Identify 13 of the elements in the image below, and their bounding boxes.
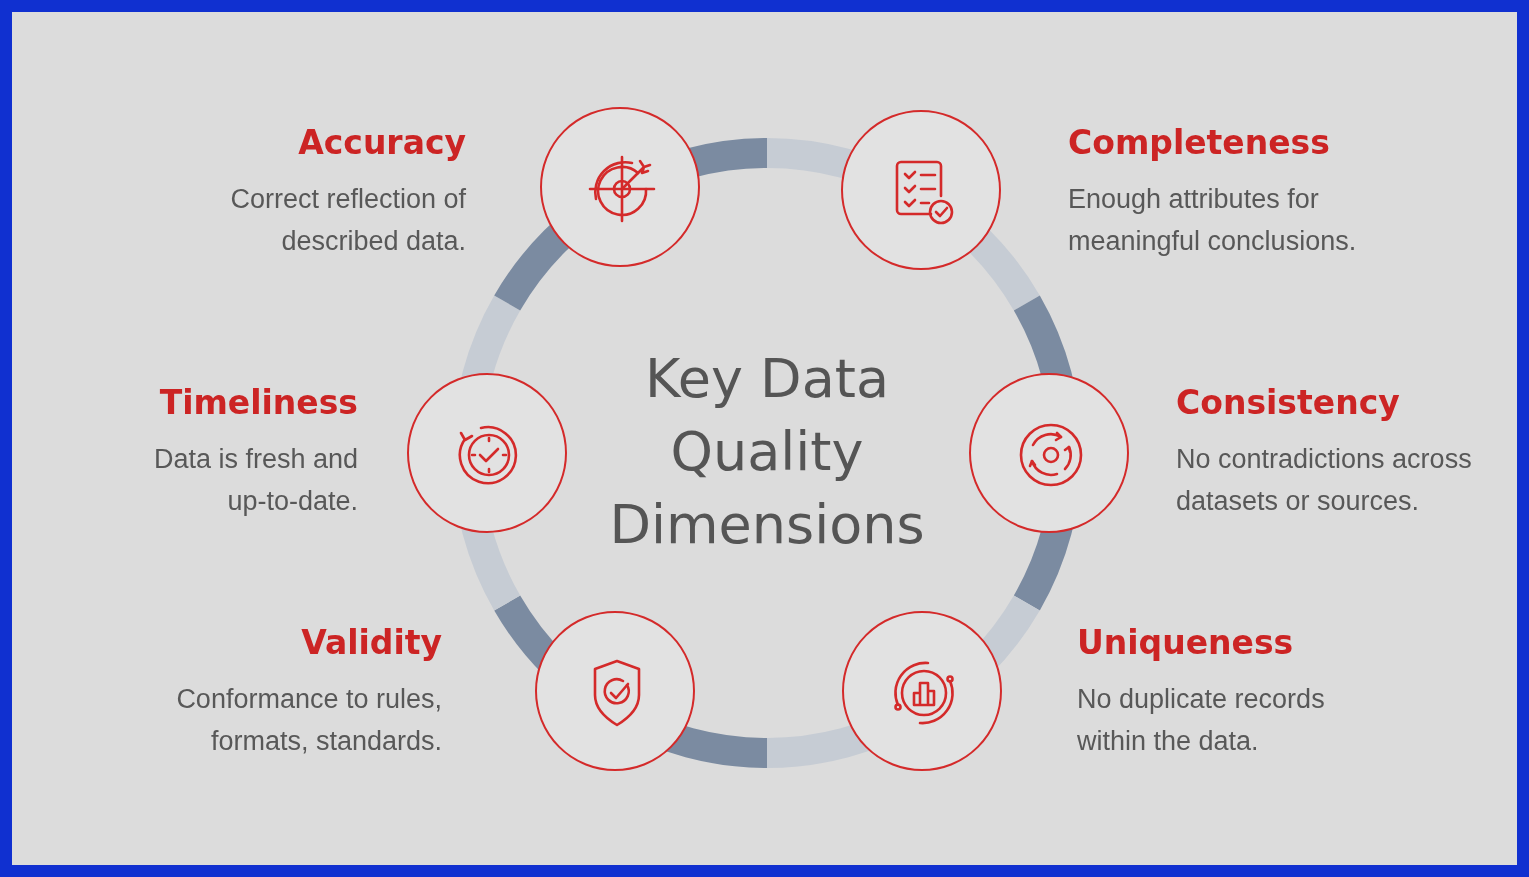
dimension-description: Data is fresh and up-to-date. <box>152 443 358 518</box>
dimension-description: No duplicate records within the data. <box>1077 683 1326 758</box>
dimension-heading: Uniqueness <box>1077 622 1294 664</box>
dimension-heading: Accuracy <box>298 122 466 164</box>
dimension-heading: Completeness <box>1068 122 1330 164</box>
dimension-heading: Consistency <box>1176 382 1400 424</box>
center-title: Key Data Quality Dimensions <box>608 346 926 558</box>
dimension-description: Enough attributes for meaningful conclusions. <box>1068 183 1358 258</box>
dimension-description: Conformance to rules, formats, standards. <box>175 683 442 758</box>
dimension-heading: Timeliness <box>159 382 358 424</box>
dimension-description: No contradictions across datasets or sources. <box>1176 443 1473 518</box>
dimension-description: Correct reflection of described data. <box>229 183 466 258</box>
dimension-heading: Validity <box>301 622 442 664</box>
